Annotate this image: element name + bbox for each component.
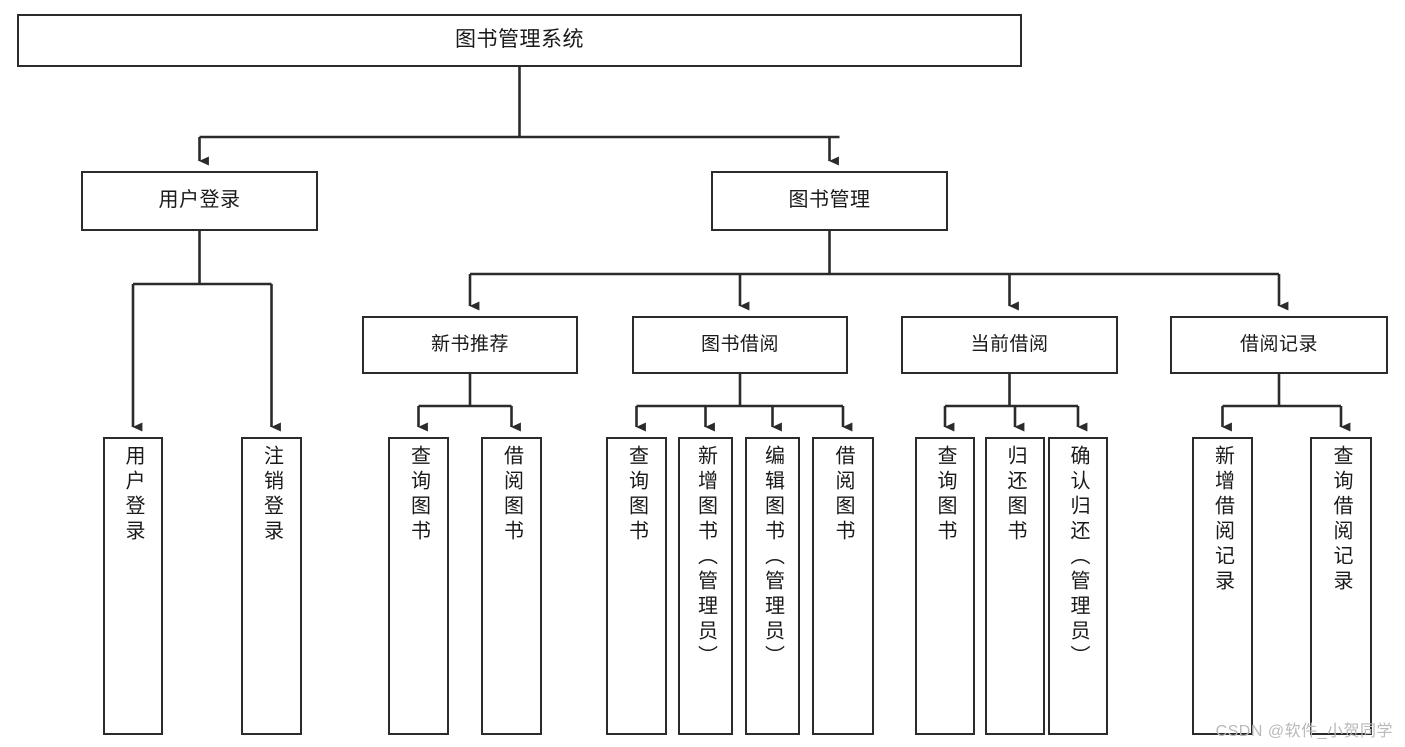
node-label: 确认归还（管理员） — [1067, 445, 1089, 670]
node-label: 用户登录 — [122, 445, 144, 545]
node-label: 新书推荐 — [430, 333, 509, 355]
node-label: 用户登录 — [158, 189, 241, 212]
node-label: 查询图书 — [407, 445, 430, 545]
node-book-manage[interactable]: 图书管理 — [711, 171, 948, 231]
node-label: 查询借阅记录 — [1330, 445, 1352, 595]
node-label: 借阅图书 — [832, 445, 854, 545]
node-label: 注销登录 — [260, 445, 283, 545]
node-root-system[interactable]: 图书管理系统 — [17, 14, 1022, 67]
node-leaf-user-login[interactable]: 用户登录 — [103, 437, 163, 735]
node-label: 查询图书 — [625, 445, 648, 545]
node-label: 图书管理 — [788, 189, 871, 212]
node-leaf-add-book-admin[interactable]: 新增图书（管理员） — [678, 437, 733, 735]
node-leaf-borrow-book-brw[interactable]: 借阅图书 — [812, 437, 874, 735]
node-leaf-query-book-cur[interactable]: 查询图书 — [915, 437, 975, 735]
node-label: 当前借阅 — [970, 333, 1049, 355]
node-borrow-record[interactable]: 借阅记录 — [1170, 316, 1388, 374]
node-leaf-query-book-rec[interactable]: 查询图书 — [388, 437, 449, 735]
node-leaf-confirm-return[interactable]: 确认归还（管理员） — [1048, 437, 1108, 735]
node-user-login[interactable]: 用户登录 — [81, 171, 318, 231]
node-label: 查询图书 — [934, 445, 956, 545]
node-leaf-return-book[interactable]: 归还图书 — [985, 437, 1045, 735]
node-leaf-edit-book-admin[interactable]: 编辑图书（管理员） — [745, 437, 800, 735]
node-label: 图书借阅 — [700, 333, 779, 355]
node-label: 新增图书（管理员） — [694, 445, 717, 670]
node-leaf-borrow-book-rec[interactable]: 借阅图书 — [481, 437, 542, 735]
node-new-book-rec[interactable]: 新书推荐 — [362, 316, 578, 374]
node-label: 编辑图书（管理员） — [761, 445, 784, 670]
node-leaf-query-borrow-rec[interactable]: 查询借阅记录 — [1310, 437, 1372, 735]
node-label: 借阅图书 — [500, 445, 523, 545]
node-label: 新增借阅记录 — [1211, 445, 1234, 595]
node-book-borrow[interactable]: 图书借阅 — [632, 316, 848, 374]
node-leaf-add-borrow-rec[interactable]: 新增借阅记录 — [1192, 437, 1253, 735]
node-current-borrow[interactable]: 当前借阅 — [901, 316, 1118, 374]
node-leaf-query-book-brw[interactable]: 查询图书 — [606, 437, 667, 735]
watermark-text: CSDN @软件_小贺同学 — [1215, 723, 1393, 740]
node-label: 归还图书 — [1004, 445, 1026, 545]
node-leaf-logout[interactable]: 注销登录 — [241, 437, 302, 735]
node-label: 图书管理系统 — [455, 28, 584, 52]
node-label: 借阅记录 — [1239, 333, 1318, 355]
